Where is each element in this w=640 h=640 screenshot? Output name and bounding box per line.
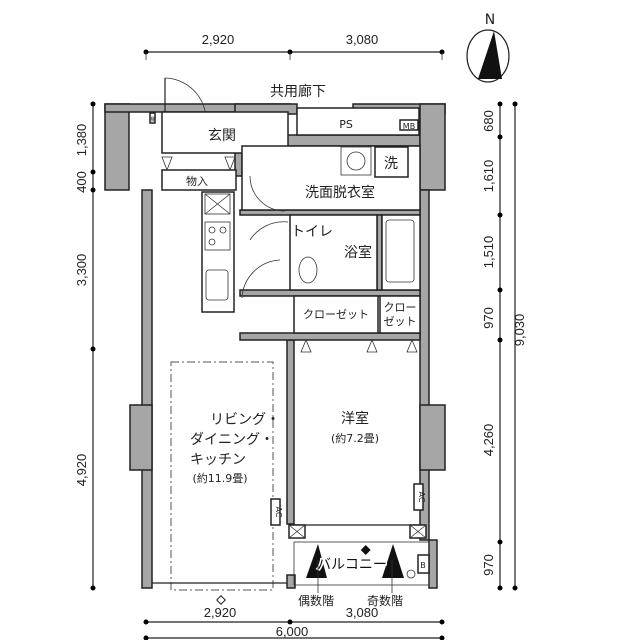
evacuation-hatch-even-icon [306, 544, 327, 578]
closet-2 [379, 295, 421, 334]
dim-bottom-1: 2,920 [204, 605, 237, 620]
toilet-door [249, 221, 289, 241]
bath-label: 浴室 [344, 244, 372, 261]
ac-1-label: AC [274, 507, 283, 518]
odd-floor-label: 奇数階 [367, 593, 403, 608]
dim-right-4: 970 [481, 307, 496, 329]
washbasin-bowl-icon [346, 151, 366, 171]
toilet-icon [298, 256, 318, 284]
corridor-label: 共用廊下 [270, 83, 326, 100]
ldk-door [241, 259, 281, 299]
ac-2-label: AC [417, 492, 426, 503]
drain-icon [406, 569, 416, 579]
closet-1-label: クローゼット [303, 308, 369, 321]
mb-box [399, 119, 419, 131]
stove-icon [204, 221, 231, 251]
washer-label: 洗 [384, 156, 398, 172]
closet-1 [293, 295, 379, 334]
dim-left-1: 1,380 [74, 124, 89, 157]
western-room-label: 洋室 [341, 410, 369, 427]
washroom-door [249, 175, 286, 212]
dim-right-6: 970 [481, 554, 496, 576]
storage [161, 169, 237, 191]
ldk-label-1: リビング・ [210, 412, 280, 428]
north-compass-icon: N [466, 12, 510, 83]
washbasin [340, 146, 372, 176]
evacuation-hatch-odd-icon [382, 544, 404, 578]
dim-right-5: 4,260 [481, 424, 496, 457]
closet-door-icon [300, 338, 312, 353]
dim-left-2: 400 [74, 171, 89, 193]
top-dimension: 2,920 3,080 [143, 32, 445, 60]
sink-icon [205, 269, 229, 301]
ps-label: PS [339, 118, 353, 131]
mb-label: MB [403, 122, 415, 131]
kitchen-counter [201, 191, 235, 313]
dim-right-total: 9,030 [512, 314, 527, 347]
shelf-label: 棚 [150, 116, 155, 123]
diamond-outline-icon [216, 595, 226, 605]
balcony-label: バルコニー [317, 557, 387, 573]
ps-box [296, 107, 420, 136]
b-box [417, 554, 430, 574]
dim-left-4: 4,920 [74, 454, 89, 487]
fridge-icon [204, 193, 231, 215]
dim-right-2: 1,610 [481, 160, 496, 193]
closet-2-label-2: ゼット [384, 315, 417, 328]
even-floor-label: 偶数階 [298, 593, 334, 608]
ac-unit-1 [270, 498, 281, 526]
right-dimensions: 680 1,610 1,510 970 4,260 970 9,030 [481, 101, 527, 591]
left-dimensions: 1,380 400 3,300 4,920 [74, 101, 96, 591]
washer-space [374, 146, 409, 178]
ldk-label-3: キッチン [190, 452, 246, 468]
bathtub-icon [385, 219, 415, 283]
washroom-label: 洗面脱衣室 [305, 184, 375, 201]
storage-door-icon-2 [224, 156, 236, 172]
north-label: N [485, 12, 495, 28]
toilet-label: トイレ [291, 224, 333, 240]
dim-right-3: 1,510 [481, 236, 496, 269]
entrance-area [161, 111, 289, 154]
entrance-label: 玄関 [208, 127, 236, 144]
closet-2-label-1: クロー [384, 301, 417, 314]
dim-top-2: 3,080 [346, 32, 379, 47]
ldk-size: (約11.9畳) [192, 471, 247, 485]
bottom-dimensions: 2,920 3,080 6,000 [143, 605, 445, 640]
storage-label: 物入 [186, 174, 208, 188]
dim-bottom-2: 3,080 [346, 605, 379, 620]
b-box-label: B [420, 561, 426, 570]
ac-unit-2 [413, 483, 424, 511]
storage-door-icon [161, 156, 173, 172]
shelf [149, 112, 156, 124]
dim-left-3: 3,300 [74, 254, 89, 287]
dim-bottom-total: 6,000 [276, 624, 309, 639]
dim-top-1: 2,920 [202, 32, 235, 47]
toilet-room [289, 214, 378, 291]
ldk-ceiling-outline [170, 361, 274, 591]
dim-right-1: 680 [481, 110, 496, 132]
ldk-label-2: ダイニング・ [190, 432, 274, 448]
western-room-size: (約7.2畳) [331, 431, 379, 445]
diamond-marker-icon [360, 545, 371, 555]
